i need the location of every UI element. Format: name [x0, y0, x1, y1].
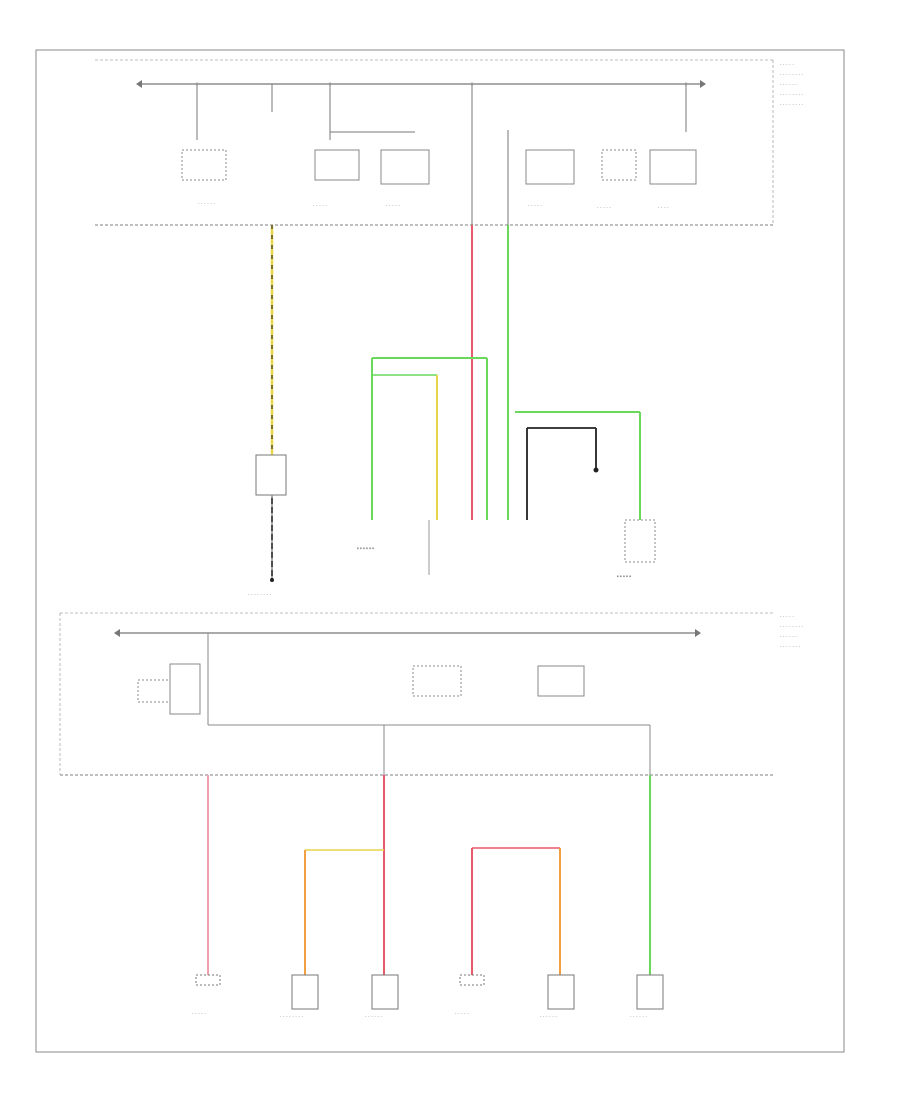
svg-text:· · · · · · · ·: · · · · · · · ·: [248, 592, 271, 598]
svg-text:· · · · · ·: · · · · · ·: [780, 82, 797, 88]
svg-text:· · · · ·: · · · · ·: [528, 203, 542, 209]
svg-text:· · · · · · · ·: · · · · · · · ·: [780, 102, 803, 108]
wires-bottom: [207, 775, 651, 975]
bottom-fuse-box: [59, 612, 773, 776]
svg-text:· · · · · ·: · · · · · ·: [780, 634, 797, 640]
svg-text:· · · · ·: · · · · ·: [597, 205, 611, 211]
svg-text:· · · · ·: · · · · ·: [780, 62, 794, 68]
svg-text:· · · · · ·: · · · · · ·: [540, 1014, 557, 1020]
svg-text:· · · · · · · ·: · · · · · · · ·: [280, 1014, 303, 1020]
svg-text:· · · · · · · ·: · · · · · · · ·: [780, 92, 803, 98]
svg-text:· · · · ·: · · · · ·: [455, 1011, 469, 1017]
middle-connectors: · · · · · · · · · · ·: [357, 519, 656, 581]
svg-text:· · · ·: · · · ·: [658, 205, 669, 211]
svg-text:· · · · · · · ·: · · · · · · · ·: [780, 624, 803, 630]
diagram-border: [35, 49, 845, 1053]
svg-text:· · · · ·: · · · · ·: [192, 1011, 206, 1017]
svg-text:· · · · ·: · · · · ·: [386, 203, 400, 209]
wire-green-top: [371, 225, 641, 520]
top-fuse-box: · · · · · · · · · · · · · · · · · · · · …: [95, 59, 774, 226]
bottom-components: [195, 974, 664, 1010]
svg-text:· · · · ·: · · · · ·: [780, 614, 794, 620]
svg-text:· · · · · · ·: · · · · · · ·: [780, 644, 800, 650]
svg-text:· · · · ·: · · · · ·: [313, 203, 327, 209]
svg-text:· · · · · ·: · · · · · ·: [630, 1014, 647, 1020]
svg-text:· · · · · · · ·: · · · · · · · ·: [780, 72, 803, 78]
svg-text:· · · · ·: · · · · ·: [617, 574, 631, 580]
svg-text:· · · · · ·: · · · · · ·: [198, 201, 215, 207]
svg-text:· · · · · ·: · · · · · ·: [365, 1014, 382, 1020]
splice-block: · · · · · · · ·: [248, 454, 287, 598]
svg-text:· · · · · ·: · · · · · ·: [357, 546, 374, 552]
